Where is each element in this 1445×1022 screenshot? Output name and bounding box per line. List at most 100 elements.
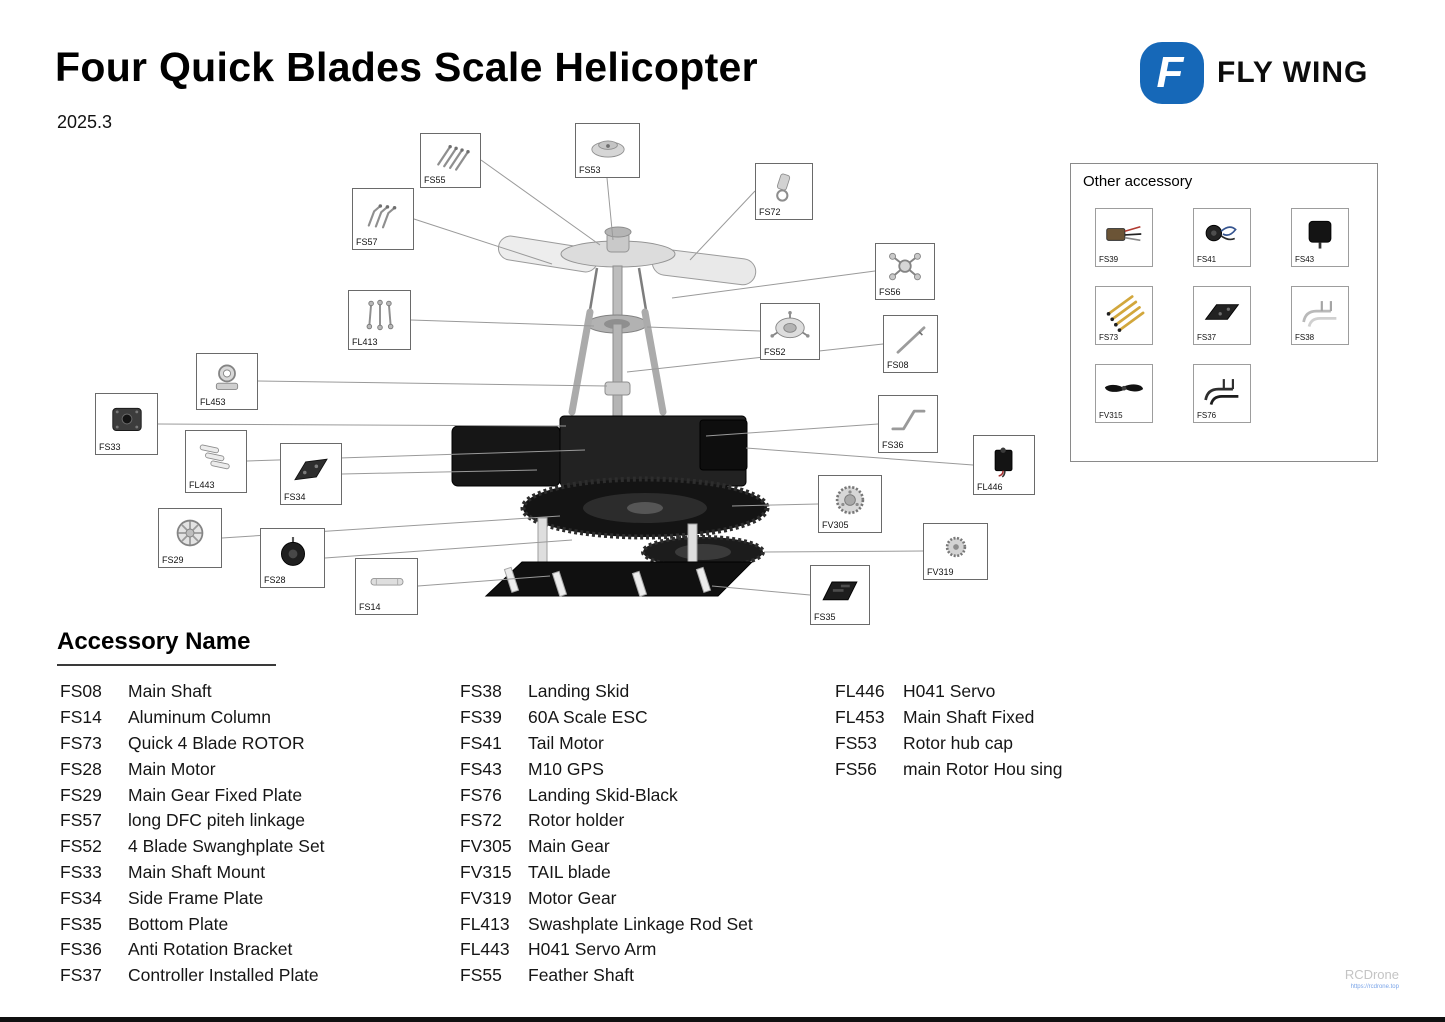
watermark: RCDrone https://rcdrone.top [1345, 967, 1399, 990]
part-code: FS55 [460, 965, 502, 986]
callout-box-fv305: FV305 [818, 475, 882, 533]
brand-name: FLY WING [1217, 56, 1369, 89]
part-code: FS43 [460, 758, 502, 779]
part-image-rotor-hub-cap [590, 140, 625, 158]
document-date: 2025.3 [57, 112, 113, 132]
part-image-m10-gps [1308, 220, 1332, 249]
part-code: FS36 [60, 939, 102, 960]
callout-label: FV319 [927, 567, 954, 577]
watermark-text: RCDrone [1344, 967, 1399, 982]
callout-label: FS57 [356, 237, 378, 247]
part-image-main-gear-fixed-plate [176, 520, 204, 547]
accessory-item-label: FV315 [1099, 411, 1123, 420]
part-image-swashplate-set [770, 311, 810, 339]
part-image-servo-arm [199, 444, 230, 469]
accessory-item-fs41: FS41 [1193, 208, 1251, 267]
callout-label: FS35 [814, 612, 836, 622]
page-title: Four Quick Blades Scale Helicopter [55, 44, 758, 90]
callout-label: FS53 [579, 165, 601, 175]
callout-box-fs08: FS08 [883, 315, 938, 373]
callout-box-fs14: FS14 [355, 558, 418, 615]
callout-box-fl443: FL443 [185, 430, 247, 493]
accessory-item-fs73: FS73 [1095, 286, 1153, 345]
callout-label: FL413 [352, 337, 378, 347]
callout-box-fs28: FS28 [260, 528, 325, 588]
part-image-motor-gear [945, 536, 966, 558]
other-accessory-panel: Other accessory FS39 FS41 [1070, 163, 1378, 462]
callout-box-fs36: FS36 [878, 395, 938, 453]
callout-label: FL446 [977, 482, 1003, 492]
part-code: FL453 [835, 707, 885, 728]
part-code: FS29 [60, 784, 102, 805]
callout-label: FS33 [99, 442, 121, 452]
callout-box-fs29: FS29 [158, 508, 222, 568]
part-image-bottom-plate [822, 581, 858, 601]
flywing-logo-icon: F [1140, 42, 1204, 104]
part-name: H041 Servo [903, 681, 996, 702]
callout-box-fs35: FS35 [810, 565, 870, 625]
callout-label: FS72 [759, 207, 781, 217]
part-image-landing-skid [1302, 301, 1337, 327]
part-name: Landing Skid-Black [528, 784, 678, 805]
part-name: Aluminum Column [128, 707, 271, 728]
part-code: FS52 [60, 836, 102, 857]
helicopter-illustration [157, 159, 974, 597]
callout-box-fl413: FL413 [348, 290, 411, 350]
part-name: Controller Installed Plate [128, 965, 319, 986]
callout-label: FS08 [887, 360, 909, 370]
other-accessory-grid: FS39 FS41 FS43 [1095, 208, 1349, 423]
part-image-side-frame-plate [294, 458, 328, 481]
part-name: Main Shaft Mount [128, 861, 266, 882]
part-image-swashplate-linkage-rods [366, 300, 393, 331]
accessory-item-label: FS76 [1197, 411, 1217, 420]
part-name: Rotor hub cap [903, 732, 1013, 753]
callout-label: FL443 [189, 480, 215, 490]
part-name: Motor Gear [528, 887, 617, 908]
part-name: Side Frame Plate [128, 887, 264, 908]
part-code: FS57 [60, 810, 102, 831]
callout-box-fv319: FV319 [923, 523, 988, 580]
part-image-tail-motor [1205, 224, 1237, 242]
part-name: 60A Scale ESC [528, 707, 648, 728]
callout-box-fs55: FS55 [420, 133, 481, 188]
part-image-controller-installed-plate [1204, 304, 1240, 320]
accessory-item-label: FS43 [1295, 255, 1315, 264]
callout-label: FS28 [264, 575, 286, 585]
callout-label: FS55 [424, 175, 446, 185]
watermark-link: https://rcdrone.top [1350, 984, 1399, 990]
part-image-landing-skid-black [1204, 379, 1239, 405]
part-image-aluminum-column [370, 578, 403, 586]
callout-label: FS36 [882, 440, 904, 450]
callout-label: FS29 [162, 555, 184, 565]
accessory-item-fv315: FV315 [1095, 364, 1153, 423]
part-code: FS14 [60, 707, 102, 728]
part-name: Main Shaft [128, 681, 212, 702]
part-code: FS28 [60, 758, 102, 779]
part-code: FV319 [460, 887, 512, 908]
part-code: FS41 [460, 732, 502, 753]
callout-label: FV305 [822, 520, 849, 530]
part-code: FS34 [60, 887, 102, 908]
part-name: main Rotor Hou sing [903, 758, 1063, 779]
part-code: FV305 [460, 836, 512, 857]
part-code: FL413 [460, 913, 510, 934]
callout-box-fs57: FS57 [352, 188, 414, 250]
part-name: Quick 4 Blade ROTOR [128, 732, 305, 753]
part-row: FV319 Motor Gear [460, 885, 835, 911]
part-name: H041 Servo Arm [528, 939, 657, 960]
accessory-item-label: FS73 [1099, 333, 1119, 342]
